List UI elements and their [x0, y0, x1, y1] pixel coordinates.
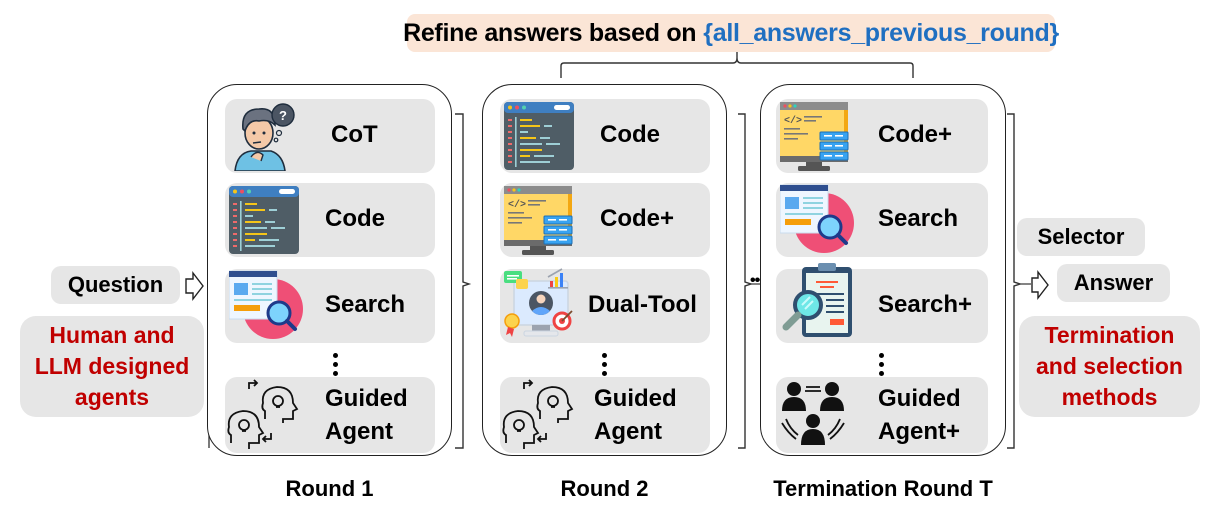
- agent-label-line-2: Agent: [325, 418, 393, 445]
- agent-card-code: Code: [500, 99, 710, 173]
- code-window-icon: [229, 186, 299, 254]
- agent-label-line-1: Guided: [594, 385, 677, 412]
- agent-label: Dual-Tool: [588, 291, 697, 318]
- answer-label: Answer: [1073, 270, 1154, 295]
- methods-note: Termination and selection methods: [1019, 316, 1200, 417]
- svg-text:</>: </>: [508, 199, 526, 211]
- vertical-ellipsis: [333, 353, 339, 380]
- code-monitor-icon: </>: [504, 186, 573, 255]
- refine-banner: Refine answers based on {all_answers_pre…: [403, 14, 1059, 52]
- agent-label: Code+: [600, 205, 675, 232]
- agents-note-line-1: Human and: [49, 322, 175, 348]
- agent-label: Code+: [878, 121, 953, 148]
- thinking-person-icon: ?: [234, 103, 295, 171]
- round-2-panel: Code </> Code+: [482, 84, 727, 456]
- vertical-ellipsis: [602, 353, 608, 380]
- agent-label: Search+: [878, 291, 973, 318]
- agent-card-code-plus: </> Code+: [776, 99, 988, 173]
- code-window-icon: [504, 102, 574, 170]
- search-document-icon: [229, 270, 303, 339]
- answer-box: Answer: [1057, 264, 1170, 302]
- agents-note: Human and LLM designed agents: [20, 316, 204, 417]
- methods-note-line-2: and selection: [1036, 353, 1183, 379]
- selector-label: Selector: [1037, 224, 1125, 249]
- search-document-icon: [780, 184, 854, 253]
- agents-note-line-3: agents: [74, 384, 150, 410]
- agent-label-line-2: Agent: [594, 418, 662, 445]
- agent-card-dual-tool: Dual-Tool: [500, 268, 710, 343]
- agent-label-line-1: Guided: [878, 385, 961, 412]
- agent-card-guided-agent: Guided Agent: [500, 377, 710, 453]
- agent-card-code-plus: </> Code+: [500, 183, 710, 257]
- code-monitor-icon: </>: [780, 102, 849, 171]
- round-t-panel: </> Code+ Search: [760, 84, 1006, 456]
- svg-text:</>: </>: [784, 115, 802, 127]
- team-group-icon: [781, 382, 845, 445]
- vertical-ellipsis: [879, 353, 885, 380]
- answer-arrow: [1031, 269, 1049, 301]
- agent-label: CoT: [331, 121, 378, 148]
- question-label: Question: [67, 272, 164, 297]
- svg-text:?: ?: [279, 108, 287, 123]
- question-arrow: [185, 270, 204, 302]
- round-1-panel: ? CoT Code Search: [207, 84, 452, 456]
- agent-label: Search: [325, 291, 406, 318]
- methods-note-line-3: methods: [1061, 384, 1158, 410]
- agent-card-cot: ? CoT: [225, 99, 435, 173]
- methods-note-line-1: Termination: [1044, 322, 1175, 348]
- agent-label: Code: [325, 205, 385, 232]
- agent-card-search-plus: Search+: [776, 263, 988, 343]
- agent-card-guided-agent: Guided Agent: [225, 377, 435, 453]
- collaborating-minds-icon: [227, 379, 299, 449]
- question-box: Question: [51, 266, 180, 304]
- agent-card-guided-agent-plus: Guided Agent+: [776, 377, 988, 453]
- agent-label-line-1: Guided: [325, 385, 408, 412]
- round1-bracket: [455, 113, 472, 449]
- agent-label: Code: [600, 121, 660, 148]
- agent-label: Search: [878, 205, 959, 232]
- clipboard-magnifier-icon: [782, 263, 852, 337]
- selector-box: Selector: [1017, 218, 1145, 256]
- collaborating-minds-icon: [502, 379, 574, 449]
- agent-card-search: Search: [225, 269, 435, 343]
- round-2-caption: Round 2: [560, 476, 649, 501]
- dashboard-monitor-icon: [504, 268, 573, 337]
- round-1-caption: Round 1: [285, 476, 374, 501]
- agents-note-line-2: LLM designed: [34, 353, 190, 379]
- agent-card-code: Code: [225, 183, 435, 257]
- agent-card-search: Search: [776, 183, 988, 257]
- refine-prefix: Refine answers based on: [403, 18, 697, 47]
- refine-bracket: [560, 52, 914, 78]
- agent-label-line-2: Agent+: [878, 418, 961, 445]
- refine-variable: {all_answers_previous_round}: [703, 18, 1059, 47]
- round-t-caption: Termination Round T: [773, 476, 993, 501]
